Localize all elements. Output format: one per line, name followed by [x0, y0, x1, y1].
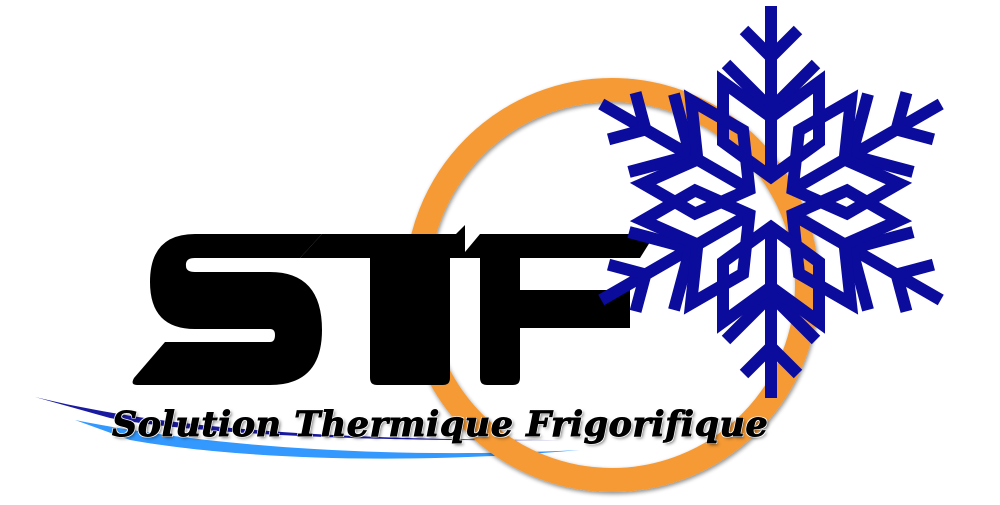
stf-letters	[132, 225, 655, 385]
blue-swoosh	[35, 397, 580, 459]
tagline: Solution Thermique Frigorifique	[111, 404, 769, 446]
snowflake-icon	[577, 6, 964, 398]
